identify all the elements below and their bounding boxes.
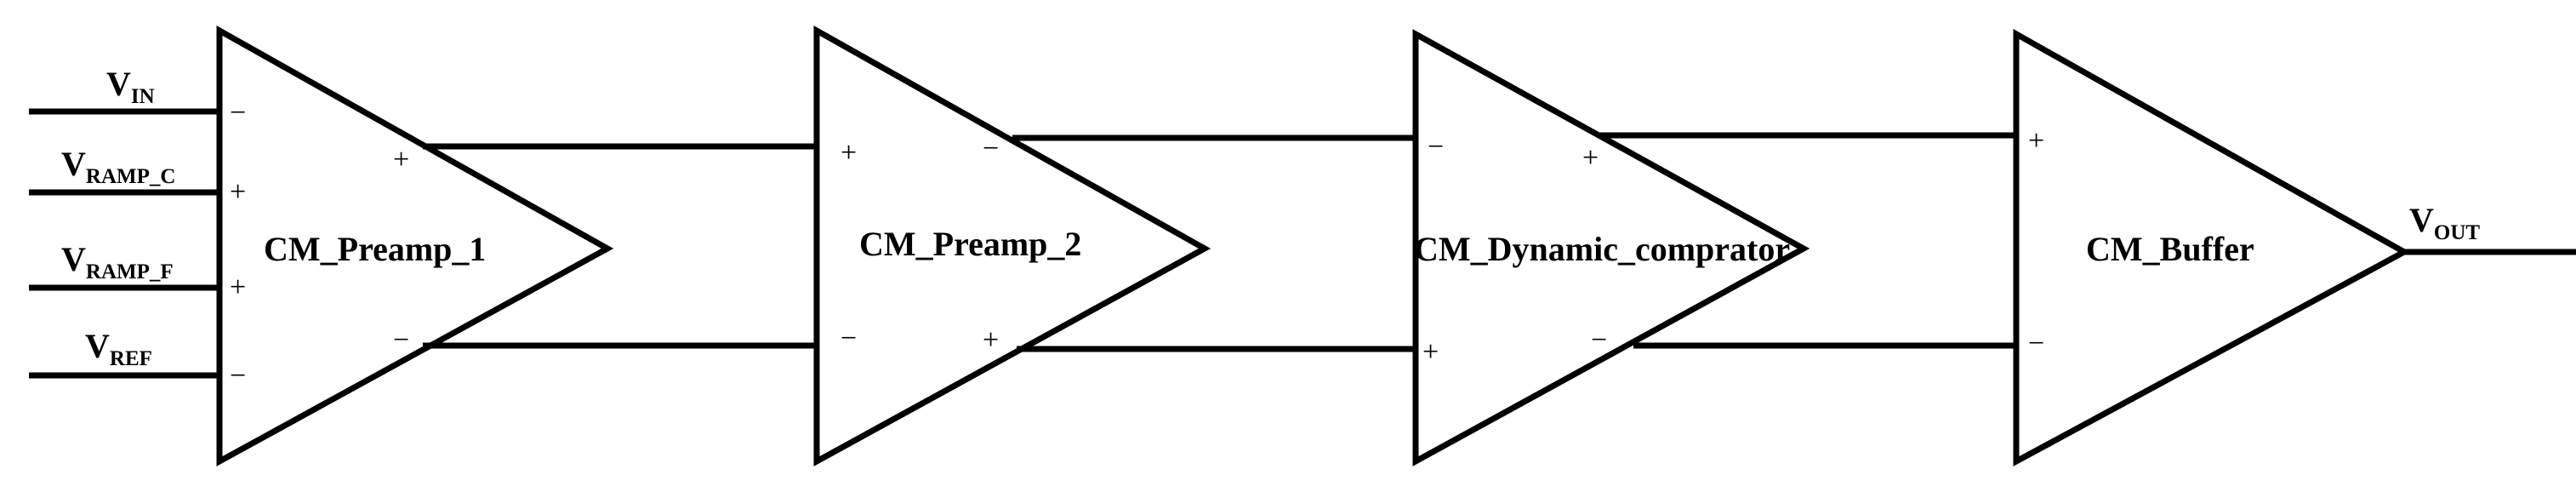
label-vramp-c: VRAMP_C	[61, 145, 175, 188]
sign-b2-out-2: +	[983, 324, 999, 356]
block-cm-dynamic-comprator	[1412, 29, 1810, 466]
sign-b3-in-2: +	[1422, 336, 1439, 368]
block-label-cm-dynamic-comprator: CM_Dynamic_comprator	[1414, 230, 1790, 268]
sign-b3-out-2: −	[1591, 324, 1607, 356]
sign-b1-out-1: +	[393, 144, 409, 175]
sign-b1-in-2: +	[230, 176, 246, 208]
label-vramp-f: VRAMP_F	[61, 240, 174, 283]
sign-b1-in-4: −	[230, 360, 246, 392]
block-label-cm-preamp-2: CM_Preamp_2	[859, 225, 1081, 263]
sign-b3-in-1: −	[1428, 131, 1444, 163]
label-vout: VOUT	[2409, 201, 2480, 244]
sign-b3-out-1: +	[1582, 142, 1599, 174]
sign-b1-out-2: −	[393, 324, 409, 356]
block-label-cm-buffer: CM_Buffer	[2086, 230, 2254, 268]
sign-b2-in-2: −	[841, 323, 857, 354]
label-vin: VIN	[106, 65, 155, 108]
sign-b4-in-2: −	[2028, 328, 2044, 359]
label-vref: VREF	[85, 327, 152, 370]
block-cm-buffer	[2013, 29, 2411, 466]
sign-b4-in-1: +	[2028, 125, 2044, 157]
sign-b2-in-1: +	[841, 137, 857, 169]
sign-b2-out-1: −	[983, 133, 999, 164]
block-cm-preamp-2	[813, 26, 1211, 466]
block-label-cm-preamp-1: CM_Preamp_1	[264, 230, 486, 268]
sign-b1-in-1: −	[230, 97, 246, 129]
sign-b1-in-3: +	[230, 272, 246, 303]
block-cm-preamp-1	[216, 26, 614, 466]
